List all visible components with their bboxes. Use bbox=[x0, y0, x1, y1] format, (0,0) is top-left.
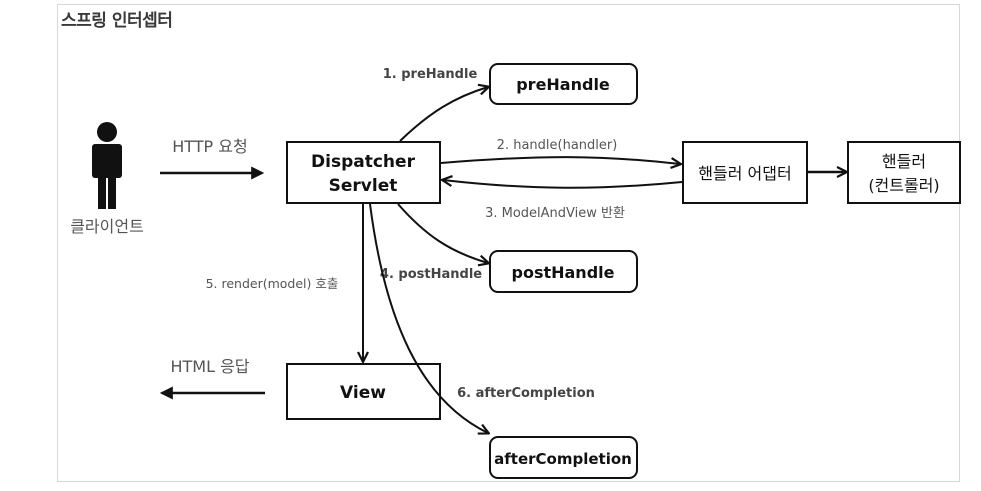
client-label: 클라이언트 bbox=[70, 217, 144, 236]
aftercompletion-arrow bbox=[369, 203, 488, 433]
handler-adapter-box: 핸들러 어댑터 bbox=[682, 141, 808, 204]
dispatcher-label-line2: Servlet bbox=[329, 176, 398, 196]
posthandle-arrow bbox=[397, 203, 488, 263]
modelandview-arrow bbox=[443, 180, 683, 189]
dispatcher-servlet-box: Dispatcher Servlet bbox=[286, 141, 441, 204]
handler-box: 핸들러 (컨트롤러) bbox=[847, 141, 961, 204]
handler-label-line2: (컨트롤러) bbox=[868, 176, 939, 195]
step6-label: 6. afterCompletion bbox=[457, 386, 595, 401]
handler-label-line1: 핸들러 bbox=[882, 152, 926, 171]
aftercompletion-box: afterCompletion bbox=[489, 436, 638, 479]
prehandle-box-label: preHandle bbox=[516, 75, 610, 94]
prehandle-box: preHandle bbox=[489, 63, 638, 105]
step5-label: 5. render(model) 호출 bbox=[206, 276, 339, 291]
handler-adapter-label: 핸들러 어댑터 bbox=[698, 164, 791, 183]
diagram-frame bbox=[57, 4, 960, 482]
step1-label: 1. preHandle bbox=[383, 67, 478, 82]
html-response-label: HTML 응답 bbox=[170, 357, 249, 376]
view-box-label: View bbox=[340, 383, 386, 403]
dispatcher-label-line1: Dispatcher bbox=[311, 152, 416, 172]
step2-label: 2. handle(handler) bbox=[497, 138, 618, 153]
person-icon bbox=[92, 122, 122, 209]
step4-label: 4. postHandle bbox=[380, 267, 482, 282]
http-request-label: HTTP 요청 bbox=[172, 137, 247, 156]
step3-label: 3. ModelAndView 반환 bbox=[485, 206, 625, 221]
prehandle-arrow bbox=[399, 87, 488, 142]
posthandle-box-label: postHandle bbox=[512, 263, 615, 282]
diagram-title: 스프링 인터셉터 bbox=[61, 11, 173, 31]
aftercompletion-box-label: afterCompletion bbox=[494, 450, 632, 468]
posthandle-box: postHandle bbox=[489, 250, 638, 293]
view-box: View bbox=[286, 363, 441, 420]
handle-arrow bbox=[440, 156, 680, 164]
